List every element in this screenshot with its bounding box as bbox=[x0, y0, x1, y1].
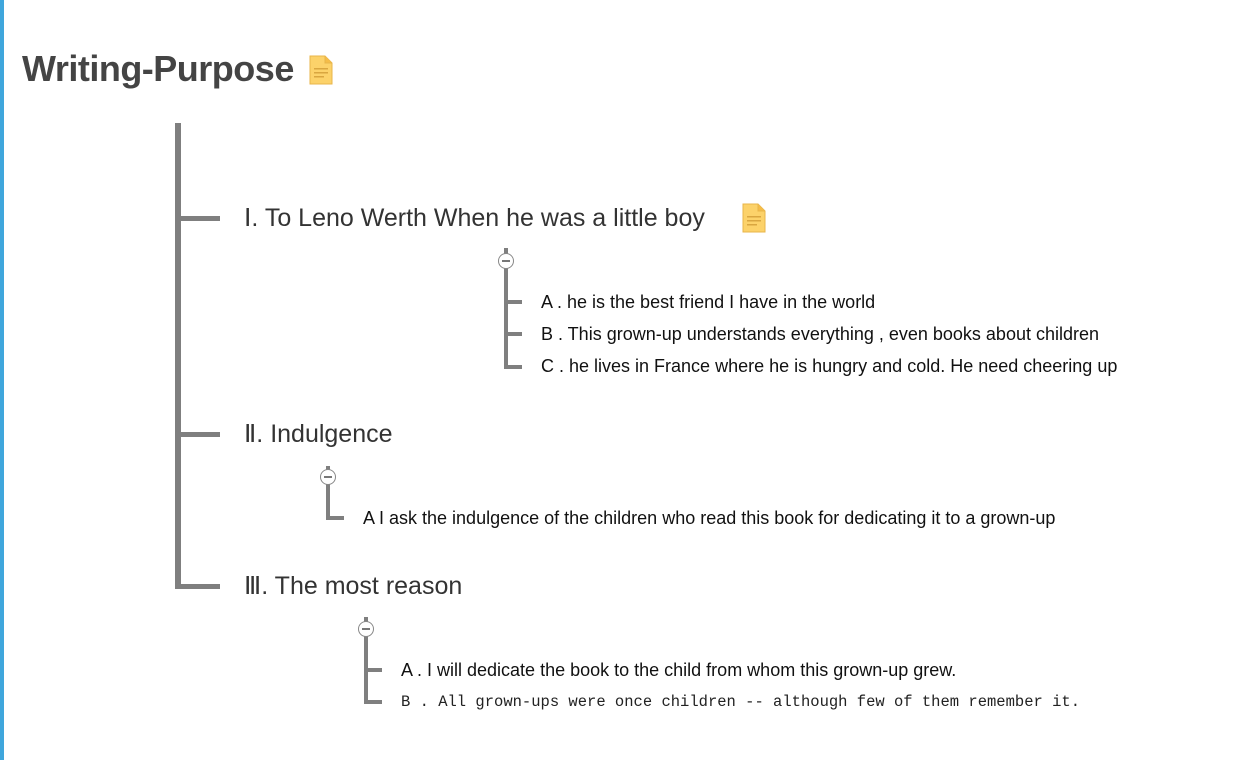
root-topic-title[interactable]: Writing-Purpose bbox=[22, 48, 294, 89]
section-1-connector bbox=[175, 216, 220, 221]
section-2-connector bbox=[175, 432, 220, 437]
section-1-topic[interactable]: Ⅰ. To Leno Werth When he was a little bo… bbox=[244, 204, 705, 232]
subtopic-1a[interactable]: A . he is the best friend I have in the … bbox=[541, 292, 876, 312]
subtopic-1b[interactable]: B . This grown-up understands everything… bbox=[541, 324, 1099, 344]
item-connector bbox=[364, 700, 382, 704]
section-3-topic[interactable]: Ⅲ. The most reason bbox=[244, 572, 463, 600]
item-connector bbox=[364, 668, 382, 672]
section-2-topic[interactable]: Ⅱ. Indulgence bbox=[244, 420, 393, 448]
left-accent-bar bbox=[0, 0, 4, 760]
subtopic-1c[interactable]: C . he lives in France where he is hungr… bbox=[541, 356, 1118, 376]
item-connector bbox=[504, 332, 522, 336]
item-connector bbox=[504, 365, 522, 369]
note-icon[interactable] bbox=[309, 55, 333, 85]
item-connector bbox=[504, 300, 522, 304]
collapse-minus-icon[interactable] bbox=[320, 469, 336, 485]
section-3-connector bbox=[175, 584, 220, 589]
subtopic-3a[interactable]: A . I will dedicate the book to the chil… bbox=[401, 660, 957, 680]
collapse-minus-icon[interactable] bbox=[498, 253, 514, 269]
subtopic-3b[interactable]: B . All grown-ups were once children -- … bbox=[401, 693, 1081, 711]
note-icon[interactable] bbox=[742, 203, 766, 233]
root-connector-line bbox=[175, 123, 181, 589]
section-3-branch-line bbox=[364, 617, 368, 704]
subtopic-2a[interactable]: A I ask the indulgence of the children w… bbox=[363, 508, 1056, 528]
item-connector bbox=[326, 516, 344, 520]
section-1-branch-line bbox=[504, 248, 508, 369]
section-2-branch-line bbox=[326, 466, 330, 520]
collapse-minus-icon[interactable] bbox=[358, 621, 374, 637]
